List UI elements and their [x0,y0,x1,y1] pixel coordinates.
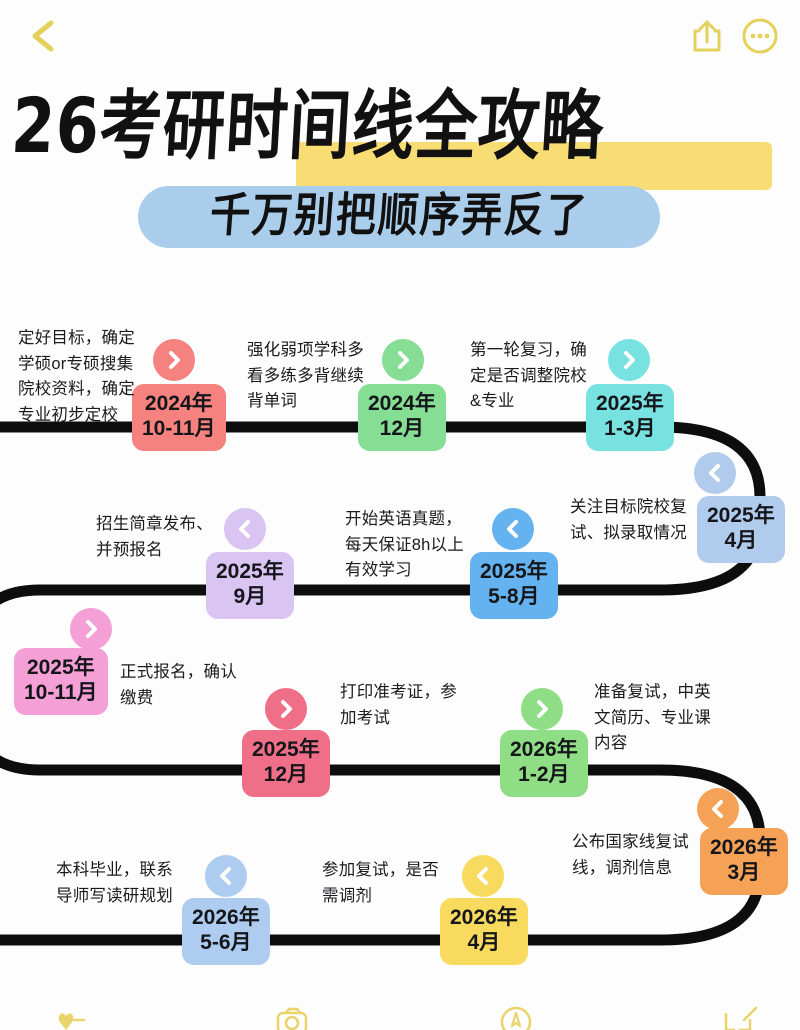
note-step-10: 公布国家线复试 线，调剂信息 [572,833,689,877]
note-step-8: 打印准考证，参 加考试 [340,683,457,727]
back-chevron-icon[interactable] [26,16,62,56]
top-bar [0,0,800,72]
arrow-left-icon-step-4 [694,452,736,494]
note-step-12: 本科毕业，联系 导师写读研规划 [56,861,173,905]
note-step-2: 强化弱项学科多 看多练多背继续 背单词 [247,341,364,411]
period-badge-step-3: 2025年 1-3月 [586,384,674,451]
title-highlight-bar [296,142,772,190]
period-badge-step-7: 2025年 10-11月 [14,648,108,715]
arrow-left-icon-step-12 [205,855,247,897]
note-step-7: 正式报名，确认 缴费 [120,663,237,707]
note-step-1: 定好目标，确定 学硕or专硕搜集 院校资料，确定 专业初步定校 [18,329,135,424]
arrow-left-icon-step-11 [462,855,504,897]
title-block: 26考研时间线全攻略 [0,76,800,256]
arrow-right-icon-step-2 [382,339,424,381]
note-step-11: 参加复试，是否 需调剂 [322,861,439,905]
arrow-right-icon-step-9 [521,688,563,730]
arrow-left-icon-step-5 [492,508,534,550]
more-ellipsis-icon[interactable] [740,16,780,56]
camera-icon[interactable] [272,1000,312,1030]
arrow-left-icon-step-6 [224,508,266,550]
like-icon[interactable] [48,1000,88,1030]
note-step-4: 关注目标院校复 试、拟录取情况 [570,498,687,542]
arrow-right-icon-step-3 [608,339,650,381]
period-badge-step-4: 2025年 4月 [697,496,785,563]
subtitle-pill: 千万别把顺序弄反了 [138,186,660,248]
note-step-9: 准备复试，中英 文简历、专业课 内容 [594,683,711,753]
period-badge-step-9: 2026年 1-2月 [500,730,588,797]
period-badge-step-11: 2026年 4月 [440,898,528,965]
comment-edit-icon[interactable] [720,1000,760,1030]
period-badge-step-8: 2025年 12月 [242,730,330,797]
compass-icon[interactable] [496,1000,536,1030]
period-badge-step-10: 2026年 3月 [700,828,788,895]
note-step-3: 第一轮复习，确 定是否调整院校 &专业 [470,341,587,411]
arrow-left-icon-step-10 [697,788,739,830]
share-icon[interactable] [688,16,726,56]
arrow-right-icon-step-7 [70,608,112,650]
arrow-right-icon-step-8 [265,688,307,730]
arrow-right-icon-step-1 [153,339,195,381]
note-step-5: 开始英语真题， 每天保证8h以上 有效学习 [345,510,464,580]
subtitle-text: 千万别把顺序弄反了 [208,189,591,243]
bottom-bar [0,996,800,1030]
period-badge-step-12: 2026年 5-6月 [182,898,270,965]
page-title: 26考研时间线全攻略 [9,81,607,171]
period-badge-step-5: 2025年 5-8月 [470,552,558,619]
note-step-6: 招生简章发布、 并预报名 [96,515,213,559]
